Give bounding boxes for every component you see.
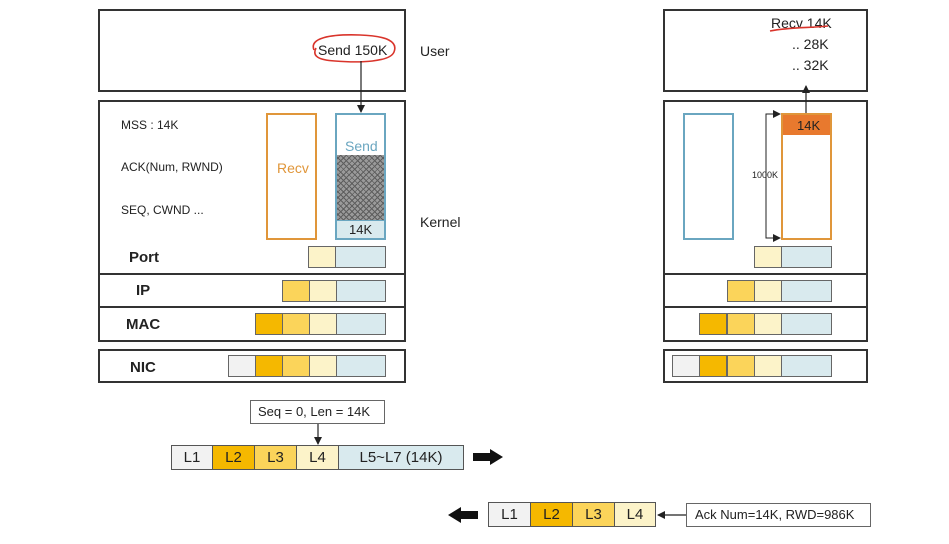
right-ip-payload-cell xyxy=(781,280,832,302)
mac-payload-cell xyxy=(336,313,386,335)
right-recv-line-1: Recv 14K xyxy=(771,15,832,31)
nic-port-cell xyxy=(309,355,337,377)
left-send-buffer xyxy=(335,113,386,240)
outgoing-packet-l4: L4 xyxy=(296,445,339,470)
nic-mac-cell xyxy=(255,355,283,377)
right-nic-frame-cell xyxy=(672,355,700,377)
kernel-layer-label: Kernel xyxy=(420,214,461,230)
ack-callout xyxy=(686,503,871,527)
window-size-label: 1000K xyxy=(752,170,779,180)
right-nic-port-cell xyxy=(754,355,782,377)
segment-callout-text: Seq = 0, Len = 14K xyxy=(258,404,371,419)
right-ip-port-cell xyxy=(754,280,782,302)
right-recv-chunk xyxy=(783,115,830,135)
user-layer-label: User xyxy=(420,43,450,59)
right-nic-payload-cell xyxy=(781,355,832,377)
outgoing-packet-l3: L3 xyxy=(254,445,297,470)
seq-text: SEQ, CWND ... xyxy=(121,203,204,217)
right-nic-mac-cell xyxy=(699,355,727,377)
mac-header-cell xyxy=(255,313,283,335)
right-user-box xyxy=(663,9,868,92)
send-buffer-hatched-data xyxy=(337,155,384,220)
send-chunk-cell xyxy=(337,220,384,238)
right-port-payload-cell xyxy=(781,246,832,268)
outgoing-packet-l1: L1 xyxy=(171,445,213,470)
ack-text: ACK(Num, RWND) xyxy=(121,160,223,174)
right-mac-port-cell xyxy=(754,313,782,335)
left-send-label: Send xyxy=(345,138,378,154)
right-nic-ip-cell xyxy=(727,355,755,377)
right-ip-header-cell xyxy=(727,280,755,302)
right-recv-line-3: .. 32K xyxy=(792,57,829,73)
layer-label-nic: NIC xyxy=(130,359,156,376)
right-mac-payload-cell xyxy=(781,313,832,335)
left-recv-label: Recv xyxy=(277,160,309,176)
ack-direction-arrow xyxy=(448,507,478,523)
ip-header-cell xyxy=(282,280,310,302)
ack-packet-l1: L1 xyxy=(488,502,531,527)
send-chunk-label: 14K xyxy=(349,222,373,237)
layer-label-ip: IP xyxy=(136,282,151,299)
mss-text: MSS : 14K xyxy=(121,118,179,132)
right-mac-header-cell xyxy=(699,313,727,335)
ip-port-cell xyxy=(309,280,337,302)
nic-ip-cell xyxy=(282,355,310,377)
mac-ip-cell xyxy=(282,313,310,335)
nic-frame-cell xyxy=(228,355,256,377)
ack-packet-l4: L4 xyxy=(614,502,656,527)
port-header-cell xyxy=(308,246,336,268)
right-recv-buffer xyxy=(781,113,832,240)
left-recv-buffer xyxy=(266,113,317,240)
ack-packet-l2: L2 xyxy=(530,502,573,527)
right-recv-chunk-label: 14K xyxy=(797,118,821,133)
nic-payload-cell xyxy=(336,355,386,377)
mac-port-cell xyxy=(309,313,337,335)
outgoing-direction-arrow xyxy=(473,449,503,465)
left-user-send-text: Send 150K xyxy=(318,42,388,58)
right-send-buffer xyxy=(683,113,734,240)
layer-label-mac: MAC xyxy=(126,316,161,333)
layer-label-port: Port xyxy=(129,249,159,266)
port-payload-cell xyxy=(335,246,386,268)
segment-callout xyxy=(250,400,385,424)
ack-packet-l3: L3 xyxy=(572,502,615,527)
ip-payload-cell xyxy=(336,280,386,302)
ack-callout-text: Ack Num=14K, RWD=986K xyxy=(695,507,855,522)
right-port-header-cell xyxy=(754,246,782,268)
right-nic-box xyxy=(663,349,868,383)
right-recv-line-2: .. 28K xyxy=(792,36,829,52)
outgoing-packet-l2: L2 xyxy=(212,445,255,470)
right-mac-ip-cell xyxy=(727,313,755,335)
outgoing-packet-payload: L5~L7 (14K) xyxy=(338,445,464,470)
